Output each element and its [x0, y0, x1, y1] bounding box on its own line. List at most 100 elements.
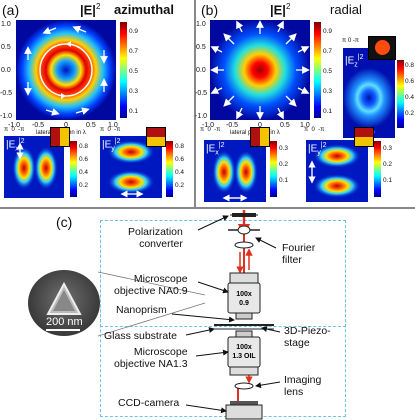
panel-a-label: (a)	[2, 2, 20, 18]
cb-tick-a-2: 0.5	[129, 68, 139, 75]
phase-inset-b-x	[250, 127, 270, 147]
title-e: |E|	[80, 2, 96, 18]
label-microscope-objective-top: Microscope objective NA0.9	[114, 273, 188, 297]
label-ccd-camera: CCD-camera	[118, 397, 180, 409]
cb-tick-b-2: 0.5	[323, 68, 333, 75]
y-tick-a-4: -1.0	[0, 113, 13, 120]
colorbar-b-y	[374, 141, 381, 197]
label-microscope-objective-bottom: Microscope objective NA1.3	[114, 346, 188, 370]
cb-tick-by-1: 0.2	[383, 161, 393, 168]
radial-ez-map	[343, 48, 395, 138]
y-tick-b-3: -0.5	[195, 90, 208, 97]
radial-intensity-map	[210, 20, 310, 120]
title-e-b: |E|	[270, 2, 286, 18]
colorbar-a-y	[166, 141, 173, 197]
phase-inset-a-y	[146, 127, 166, 147]
cb-tick-a-1: 0.7	[129, 48, 139, 55]
cb-tick-b-3: 0.3	[323, 88, 333, 95]
label-ey-a: |Ey|2	[102, 138, 121, 153]
x-tick-b-3: 0.5	[280, 122, 290, 129]
cb-tick-bz-0: 0.8	[405, 62, 415, 69]
cb-tick-a-0: 0.9	[129, 28, 139, 35]
panel-divider	[194, 0, 196, 208]
label-ex-b: |Ex|2	[206, 142, 225, 157]
cb-tick-b-0: 0.9	[323, 28, 333, 35]
y-tick-b-2: 0.0	[196, 67, 206, 74]
scale-bar	[46, 329, 80, 331]
optical-setup-diagram: 100x 0.9 100x 1.3 OIL	[171, 210, 281, 420]
y-tick-a-2: 0.0	[1, 67, 11, 74]
cb-tick-ay-2: 0.4	[175, 169, 185, 176]
objective-bottom-na: 1.3 OIL	[232, 353, 256, 360]
polar-ticks-a-x: π 0 -π	[4, 127, 25, 133]
objective-top-mag: 100x	[236, 291, 252, 298]
radial-ey-map	[306, 140, 368, 202]
cb-tick-by-0: 0.3	[383, 145, 393, 152]
polar-ticks-b-y: π 0 -π	[304, 127, 325, 133]
label-imaging-lens: Imaging lens	[284, 374, 322, 398]
x-tick-b-1: -0.5	[226, 122, 239, 129]
cb-tick-b-1: 0.7	[323, 48, 333, 55]
scale-bar-label: 200 nm	[46, 316, 83, 328]
label-fourier-filter: Fourier filter	[282, 242, 316, 266]
x-tick-a-3: 0.5	[86, 122, 96, 129]
colorbar-a	[120, 22, 127, 118]
cb-tick-by-2: 0.1	[383, 177, 393, 184]
colorbar-b-x	[270, 141, 277, 197]
label-ex-a: |Ex|2	[6, 138, 25, 153]
cb-tick-bz-3: 0.2	[405, 110, 415, 117]
colorbar-a-x	[70, 141, 77, 197]
label-ey-b: |Ey|2	[308, 142, 327, 157]
x-tick-b-0: -1.0	[202, 122, 215, 129]
cb-tick-ay-1: 0.6	[175, 156, 185, 163]
label-piezo-stage: 3D-Piezo- stage	[284, 325, 331, 349]
polar-ticks-a-y: π 0 -π	[100, 127, 121, 133]
label-nanoprism: Nanoprism	[116, 304, 167, 316]
y-tick-a-0: 1.0	[1, 21, 11, 28]
section-divider	[0, 207, 415, 209]
mode-label-b: radial	[330, 2, 362, 18]
phase-inset-b-y	[354, 127, 374, 147]
cb-tick-ax-1: 0.6	[79, 156, 89, 163]
polar-ticks-b-z: π 0 -π	[342, 38, 359, 44]
cb-tick-a-4: 0.1	[129, 108, 139, 115]
colorbar-b-z	[397, 60, 404, 128]
label-polarization-converter: Polarization converter	[128, 226, 183, 250]
title-sup-b: 2	[285, 2, 291, 11]
cb-tick-ax-2: 0.4	[79, 169, 89, 176]
y-tick-b-1: 0.5	[196, 44, 206, 51]
cb-tick-bz-1: 0.6	[405, 78, 415, 85]
title-sup: 2	[95, 2, 101, 11]
x-tick-a-1: -0.5	[32, 122, 45, 129]
sem-zoom-lines	[98, 271, 206, 337]
cb-tick-b-4: 0.1	[323, 108, 333, 115]
cb-tick-bx-1: 0.2	[279, 161, 289, 168]
x-tick-b-4: 1.0	[300, 122, 310, 129]
azimuthal-intensity-map	[16, 20, 116, 120]
sem-inset	[28, 270, 100, 336]
colorbar-b	[314, 22, 321, 118]
cb-tick-bx-0: 0.3	[279, 145, 289, 152]
y-tick-b-4: -1.0	[195, 113, 208, 120]
polar-ticks-b-x: π 0 -π	[200, 127, 221, 133]
radial-ex-map	[204, 140, 266, 202]
cb-tick-ax-3: 0.2	[79, 182, 89, 189]
cb-tick-a-3: 0.3	[129, 88, 139, 95]
panel-b-label: (b)	[201, 2, 219, 18]
x-tick-a-0: -1.0	[8, 122, 21, 129]
label-glass-substrate: Glass substrate	[104, 330, 177, 342]
cb-tick-bx-2: 0.1	[279, 177, 289, 184]
mode-label: azimuthal	[114, 2, 174, 18]
y-tick-a-1: 0.5	[1, 44, 11, 51]
cb-tick-ay-0: 0.8	[175, 143, 185, 150]
phase-inset-a-x	[50, 127, 70, 147]
y-tick-b-0: 1.0	[196, 21, 206, 28]
y-tick-a-3: -0.5	[0, 90, 13, 97]
panel-b-title: |E|2 radial	[270, 2, 362, 17]
label-ez-b: |Ez|2	[345, 54, 364, 69]
panel-c-label: (c)	[56, 214, 73, 230]
panel-a-title: |E|2 azimuthal	[80, 2, 174, 17]
cb-tick-bz-2: 0.4	[405, 94, 415, 101]
objective-top-na: 0.9	[239, 300, 249, 307]
phase-inset-b-z	[368, 36, 396, 60]
